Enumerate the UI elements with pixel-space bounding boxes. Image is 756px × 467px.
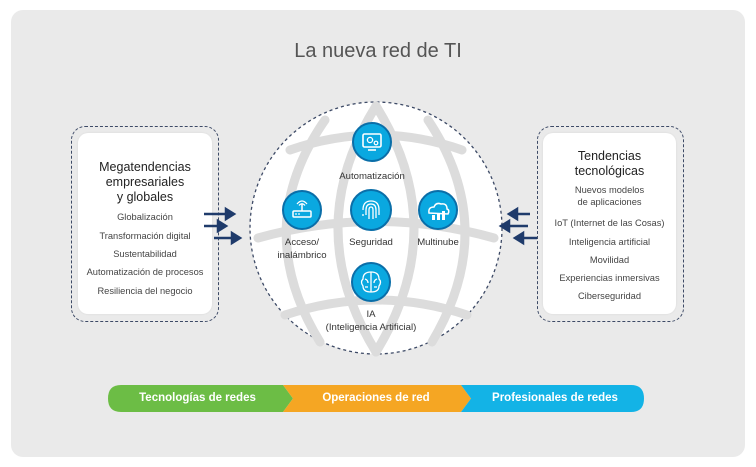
- diagram-title: La nueva red de TI: [294, 40, 462, 62]
- tech-trend-item: IoT (Internet de las Cosas): [554, 218, 665, 228]
- wireless-access-icon: [282, 190, 322, 230]
- megatrend-item: Automatización de procesos: [86, 267, 204, 277]
- megatrend-item: Globalización: [117, 212, 173, 222]
- tech-trends-title-line-2: tecnológicas: [574, 164, 645, 178]
- tech-trend-item: de aplicaciones: [577, 197, 642, 207]
- tech-trend-item: Experiencias inmersivas: [559, 273, 660, 283]
- flow-step-1-label: Tecnologías de redes: [139, 392, 256, 404]
- flow-step-1-shape: [108, 385, 293, 412]
- automation-icon: [352, 122, 392, 162]
- megatrend-item: Resiliencia del negocio: [97, 286, 193, 296]
- security-label: Seguridad: [349, 237, 393, 248]
- wireless-access-label-line-1: Acceso/: [284, 237, 320, 248]
- multicloud-icon: [418, 190, 458, 230]
- megatrends-title-line-2: empresariales: [105, 175, 185, 189]
- ai-label-line-2: (Inteligencia Artificial): [325, 322, 417, 333]
- megatrend-item: Transformación digital: [99, 231, 191, 241]
- ai-brain-icon: [351, 262, 391, 302]
- flow-step-3-shape: [461, 385, 644, 412]
- wireless-access-label-line-2: inalámbrico: [277, 250, 327, 261]
- megatrends-title-line-3: y globales: [116, 190, 174, 204]
- megatrends-title-line-1: Megatendencias: [99, 160, 191, 174]
- megatrend-item: Sustentabilidad: [113, 249, 177, 259]
- tech-trends-box: Tendencias tecnológicas Nuevos modelos d…: [543, 133, 676, 314]
- tech-trend-item: Movilidad: [589, 255, 630, 265]
- tech-trends-box-border: [537, 126, 684, 322]
- fingerprint-icon: [350, 189, 392, 231]
- tech-trend-item: Inteligencia artificial: [568, 237, 651, 247]
- automation-label: Automatización: [339, 171, 405, 182]
- ai-label-line-1: IA: [366, 309, 376, 320]
- right-arrows: [498, 206, 537, 246]
- flow-step-3-label: Profesionales de redes: [492, 392, 618, 404]
- megatrends-box: Megatendencias empresariales y globales …: [78, 133, 212, 314]
- flow-step-2-label: Operaciones de red: [322, 392, 430, 404]
- tech-trend-item: Nuevos modelos: [574, 185, 645, 195]
- left-arrows: [204, 206, 243, 246]
- multicloud-label: Multinube: [417, 237, 459, 248]
- tech-trends-title-line-1: Tendencias: [577, 149, 642, 163]
- flow-step-2-shape: [283, 385, 471, 412]
- tech-trend-item: Ciberseguridad: [577, 291, 642, 301]
